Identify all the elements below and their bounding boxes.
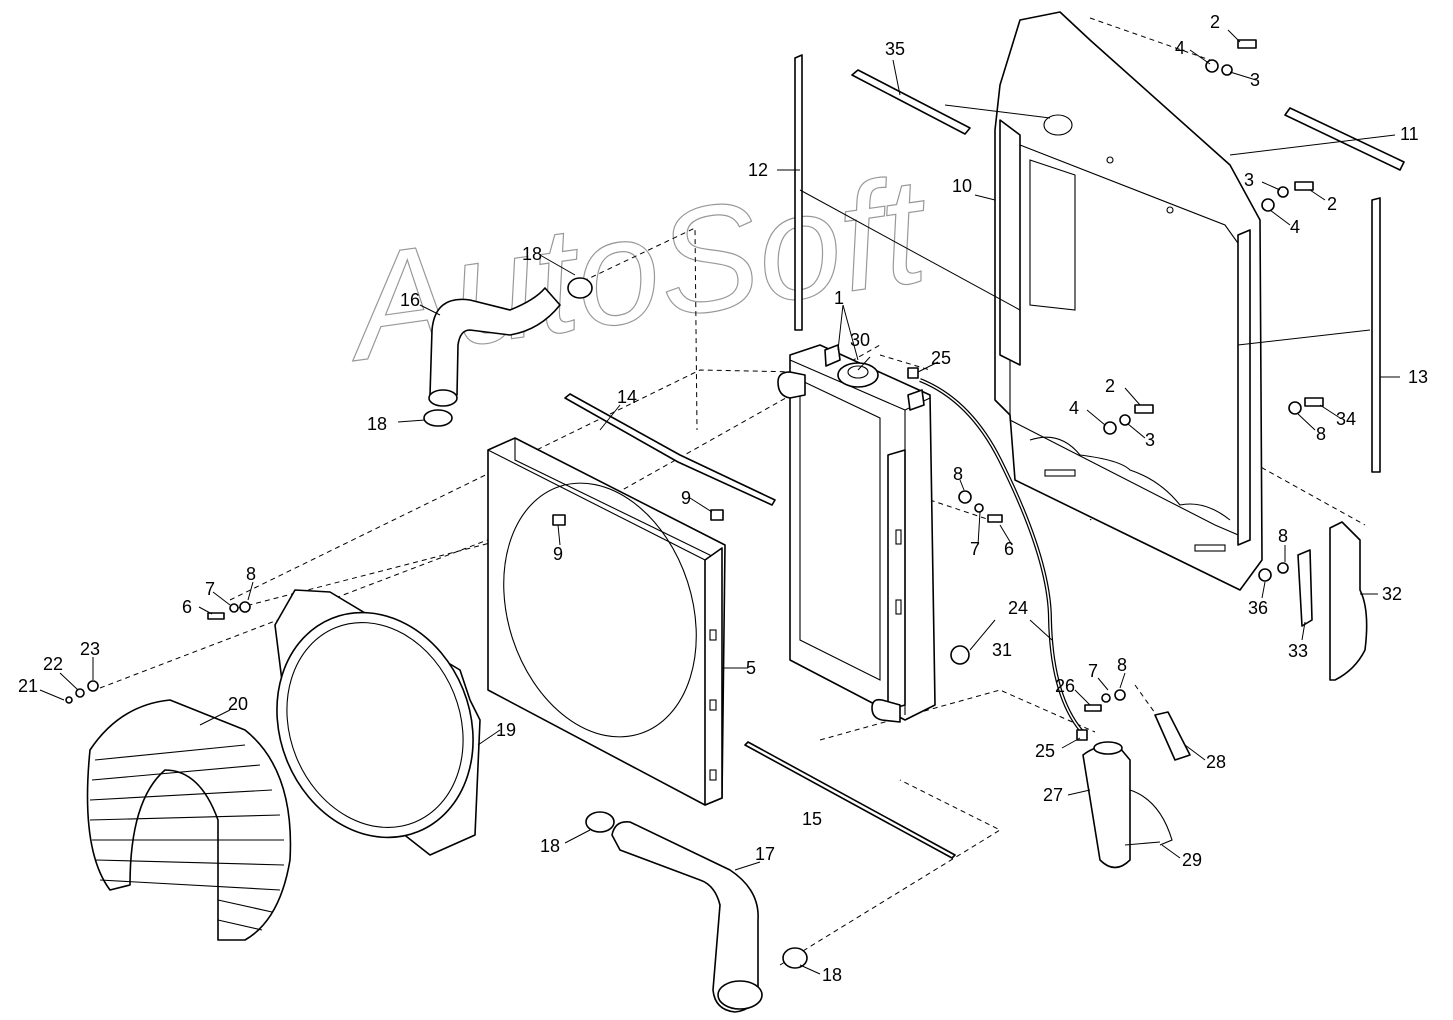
expansion-tank-part-27 <box>1082 741 1173 869</box>
fan-ring-part-19 <box>274 589 481 856</box>
callout-10: 10 <box>952 176 972 196</box>
callout-14: 14 <box>617 387 637 407</box>
lower-hose-part-17 <box>611 820 763 1013</box>
callout-13: 13 <box>1408 367 1428 387</box>
callout-19: 19 <box>496 720 516 740</box>
callout-6b: 6 <box>1004 539 1014 559</box>
callout-9: 9 <box>681 488 691 508</box>
fan-guard-part-20 <box>86 699 292 941</box>
callout-4b: 4 <box>1290 217 1300 237</box>
fan-shroud-part-5 <box>487 437 726 806</box>
leader-lines <box>39 29 1400 975</box>
seal-strip-11 <box>1284 107 1405 171</box>
callout-3: 3 <box>1250 70 1260 90</box>
callout-16: 16 <box>400 290 420 310</box>
callout-25a: 25 <box>931 348 951 368</box>
callout-20: 20 <box>228 694 248 714</box>
callout-labels: 1 2 3 4 3 2 4 2 4 3 5 6 7 8 9 9 8 7 6 10… <box>18 12 1428 985</box>
callout-26: 26 <box>1055 676 1075 696</box>
callout-18d: 18 <box>822 965 842 985</box>
callout-18c: 18 <box>540 836 560 856</box>
seal-strip-13 <box>1371 197 1381 473</box>
callout-27: 27 <box>1043 785 1063 805</box>
callout-24: 24 <box>1008 598 1028 618</box>
rod-part-14 <box>564 393 776 506</box>
callout-17: 17 <box>755 844 775 864</box>
callout-9b: 9 <box>553 544 563 564</box>
callout-5: 5 <box>746 658 756 678</box>
seal-strip-35 <box>851 69 971 135</box>
callout-8d: 8 <box>1316 424 1326 444</box>
callout-36: 36 <box>1248 598 1268 618</box>
callout-3c: 3 <box>1145 430 1155 450</box>
callout-34: 34 <box>1336 409 1356 429</box>
overflow-hose-part-24 <box>919 378 1087 737</box>
callout-6: 6 <box>182 597 192 617</box>
callout-12: 12 <box>748 160 768 180</box>
callout-8: 8 <box>246 564 256 584</box>
callout-31: 31 <box>992 640 1012 660</box>
callout-7c: 7 <box>1088 661 1098 681</box>
watermark-text: AutoSoft <box>333 145 939 393</box>
callout-4c: 4 <box>1069 398 1079 418</box>
rod-part-15 <box>744 741 956 859</box>
callout-18a: 18 <box>522 244 542 264</box>
callout-21: 21 <box>18 676 38 696</box>
callout-11: 11 <box>1400 124 1419 144</box>
fasteners <box>65 39 1324 741</box>
callout-8b: 8 <box>953 464 963 484</box>
callout-7: 7 <box>205 579 215 599</box>
callout-2c: 2 <box>1105 376 1115 396</box>
callout-22: 22 <box>43 654 63 674</box>
callout-23: 23 <box>80 639 100 659</box>
bracket-part-32 <box>1329 521 1368 681</box>
callout-15: 15 <box>802 809 822 829</box>
callout-8c: 8 <box>1117 655 1127 675</box>
radiator-frame-part-10 <box>994 11 1263 591</box>
tank-strap-part-29 <box>1129 789 1173 846</box>
callout-2: 2 <box>1210 12 1220 32</box>
callout-30: 30 <box>850 330 870 350</box>
hose-clamps-part-18 <box>423 277 808 969</box>
plate-part-28 <box>1154 711 1191 761</box>
callout-29: 29 <box>1182 850 1202 870</box>
brackets <box>1154 521 1368 761</box>
callout-32: 32 <box>1382 584 1402 604</box>
callout-4: 4 <box>1175 38 1185 58</box>
upper-hose-part-16 <box>428 287 561 407</box>
radiator-part-1 <box>777 344 936 723</box>
callout-7b: 7 <box>970 539 980 559</box>
callout-28: 28 <box>1206 752 1226 772</box>
seal-strip-12 <box>794 54 803 331</box>
callout-1: 1 <box>834 288 844 308</box>
seal-strips <box>794 54 1405 473</box>
callout-33: 33 <box>1288 641 1308 661</box>
callout-18b: 18 <box>367 414 387 434</box>
callout-3b: 3 <box>1244 170 1254 190</box>
bracket-part-33 <box>1297 549 1313 627</box>
callout-35: 35 <box>885 39 905 59</box>
callout-2b: 2 <box>1327 194 1337 214</box>
callout-8e: 8 <box>1278 526 1288 546</box>
support-rods <box>564 393 956 859</box>
callout-25b: 25 <box>1035 741 1055 761</box>
